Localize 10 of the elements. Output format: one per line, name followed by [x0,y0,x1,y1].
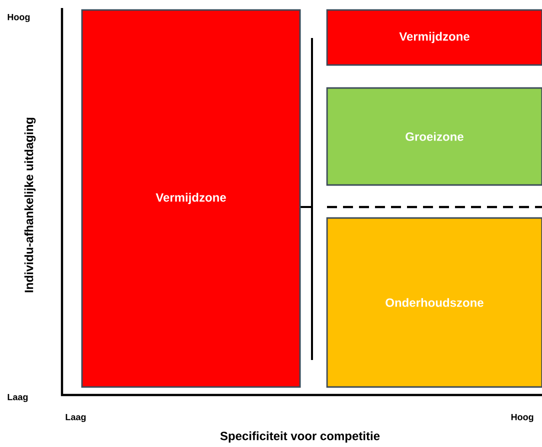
tick-label: Hoog [8,14,30,22]
zone-box: Onderhoudszone [326,217,542,388]
axis-title: Specificiteit voor competitie [220,431,380,443]
tick-label: Laag [8,394,28,402]
zone-box: Groeizone [326,87,542,186]
tick-label: Hoog [511,414,534,422]
tick-label: Laag [66,414,86,422]
zone-box: Vermijdzone [81,9,301,388]
axis-title: Individu-afhankelijke uitdaging [24,118,36,292]
zone-box: Vermijdzone [326,9,542,66]
